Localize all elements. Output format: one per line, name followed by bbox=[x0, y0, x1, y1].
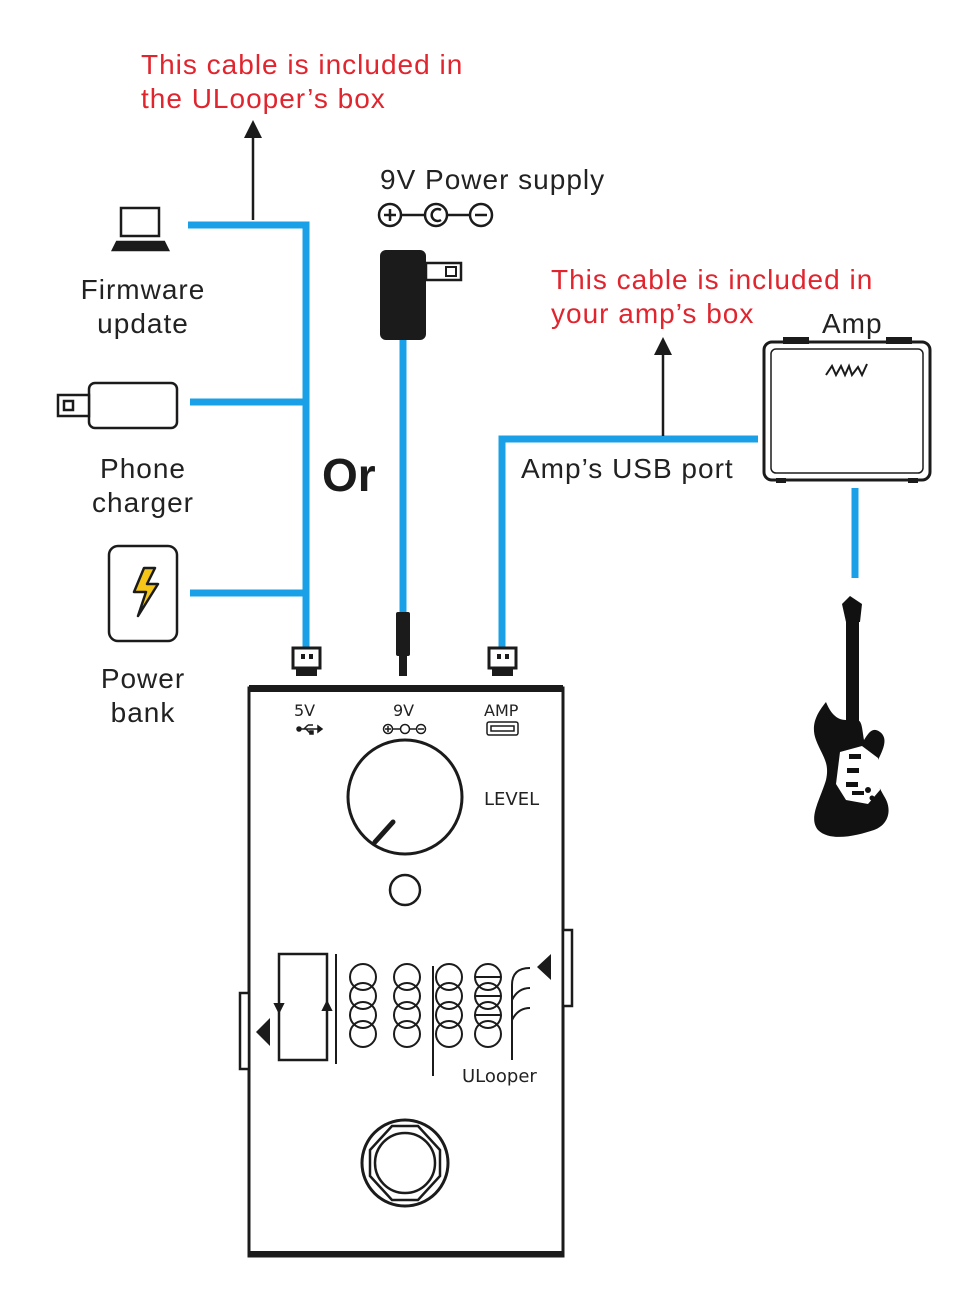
cables bbox=[188, 221, 859, 648]
power-supply-label: 9V Power supply bbox=[380, 164, 606, 195]
ulooper-brand-label: ULooper bbox=[462, 1066, 537, 1087]
polarity-icon bbox=[382, 723, 427, 735]
amp-usb-port-label: Amp’s USB port bbox=[521, 453, 734, 484]
polarity-icon bbox=[377, 202, 494, 228]
ulooper-cable-note-line2: the ULooper’s box bbox=[141, 83, 386, 114]
powerbank-label-line1: Power bbox=[100, 663, 186, 694]
powerbank-label-line2: bank bbox=[110, 697, 176, 728]
arrow-head bbox=[244, 120, 262, 138]
power-adapter-icon bbox=[380, 250, 463, 340]
guitar-icon bbox=[813, 596, 889, 837]
usb-symbol-icon bbox=[296, 724, 324, 735]
amp-cable-note-line2: your amp’s box bbox=[551, 298, 755, 329]
port-9v-label: 9V bbox=[393, 701, 415, 720]
charger-label-line2: charger bbox=[92, 487, 194, 518]
status-led bbox=[388, 873, 422, 907]
ulooper-logo bbox=[273, 952, 531, 1076]
footswitch[interactable] bbox=[360, 1118, 450, 1208]
logo-rings bbox=[349, 963, 531, 1076]
firmware-label-line2: update bbox=[97, 308, 189, 339]
usb-plug-icon bbox=[487, 646, 518, 676]
usb-cable-5v bbox=[188, 221, 310, 648]
dc-plug-icon bbox=[396, 612, 410, 676]
port-5v-label: 5V bbox=[294, 701, 316, 720]
laptop-icon bbox=[110, 206, 171, 252]
ulooper-cable-note-line1: This cable is included in bbox=[141, 49, 464, 80]
phone-charger-icon bbox=[56, 381, 179, 430]
amp-label: Amp bbox=[822, 308, 883, 339]
or-label: Or bbox=[322, 449, 376, 501]
power-bank-icon bbox=[107, 544, 179, 643]
arrow-head bbox=[654, 337, 672, 355]
amp-icon bbox=[762, 337, 932, 483]
output-arrow-icon bbox=[537, 954, 551, 980]
level-label: LEVEL bbox=[484, 789, 540, 810]
usb-port-icon bbox=[486, 721, 519, 736]
amp-cable-note-line1: This cable is included in bbox=[551, 264, 874, 295]
usb-cable-amp bbox=[498, 435, 758, 648]
level-knob[interactable] bbox=[346, 738, 464, 856]
usb-plug-icon bbox=[291, 646, 322, 676]
lightning-icon bbox=[132, 566, 160, 618]
charger-label-line1: Phone bbox=[100, 453, 186, 484]
ulooper-pedal bbox=[238, 685, 574, 1258]
firmware-label-line1: Firmware bbox=[80, 274, 206, 305]
note-arrows bbox=[244, 120, 672, 436]
port-amp-label: AMP bbox=[484, 701, 519, 720]
input-arrow-icon bbox=[256, 1018, 270, 1046]
amp-logo bbox=[825, 363, 868, 378]
